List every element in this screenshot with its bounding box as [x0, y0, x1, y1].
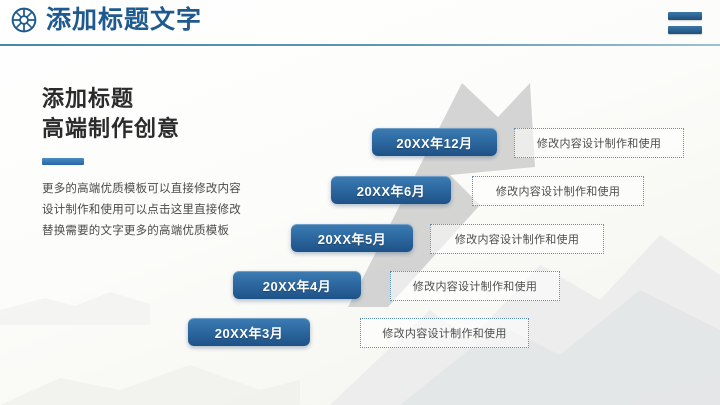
step-description-3[interactable]: 修改内容设计制作和使用 [430, 224, 604, 254]
wheel-icon [11, 7, 37, 33]
step-description-text-3: 修改内容设计制作和使用 [454, 234, 580, 246]
step-button-2[interactable]: 20XX年4月 [233, 271, 361, 299]
title-accent-bar [42, 158, 84, 165]
slide-header: 添加标题文字 [0, 0, 720, 46]
step-label-5: 20XX年12月 [396, 135, 473, 151]
menu-bar-bottom [668, 26, 702, 34]
step-label-3: 20XX年5月 [317, 231, 387, 247]
lead-body-text: 更多的高端优质模板可以直接修改内容设计制作和使用可以点击这里直接修改替换需要的文… [42, 183, 241, 237]
header-divider [0, 44, 720, 46]
menu-bar-top [668, 12, 702, 20]
step-button-3[interactable]: 20XX年5月 [291, 224, 413, 252]
step-description-text-5: 修改内容设计制作和使用 [536, 138, 662, 150]
step-description-5[interactable]: 修改内容设计制作和使用 [514, 128, 684, 158]
page-title: 添加标题文字 [46, 6, 203, 34]
step-label-4: 20XX年6月 [356, 183, 426, 199]
step-description-1[interactable]: 修改内容设计制作和使用 [360, 318, 529, 348]
lead-title-line2: 高端制作创意 [42, 116, 181, 141]
step-button-5[interactable]: 20XX年12月 [372, 128, 497, 156]
step-description-2[interactable]: 修改内容设计制作和使用 [390, 271, 560, 301]
step-description-text-1: 修改内容设计制作和使用 [382, 328, 507, 340]
step-button-4[interactable]: 20XX年6月 [331, 176, 451, 204]
step-description-4[interactable]: 修改内容设计制作和使用 [472, 176, 644, 206]
menu-bars-icon[interactable] [668, 12, 702, 34]
left-text-panel: 添加标题 高端制作创意 更多的高端优质模板可以直接修改内容设计制作和使用可以点击… [42, 84, 257, 242]
step-description-text-2: 修改内容设计制作和使用 [412, 281, 538, 293]
step-label-2: 20XX年4月 [262, 278, 332, 294]
lead-title-line1: 添加标题 [42, 86, 135, 111]
step-description-text-4: 修改内容设计制作和使用 [495, 186, 621, 198]
header-brand: 添加标题文字 [10, 6, 202, 34]
step-label-1: 20XX年3月 [214, 325, 284, 341]
step-button-1[interactable]: 20XX年3月 [188, 318, 310, 346]
